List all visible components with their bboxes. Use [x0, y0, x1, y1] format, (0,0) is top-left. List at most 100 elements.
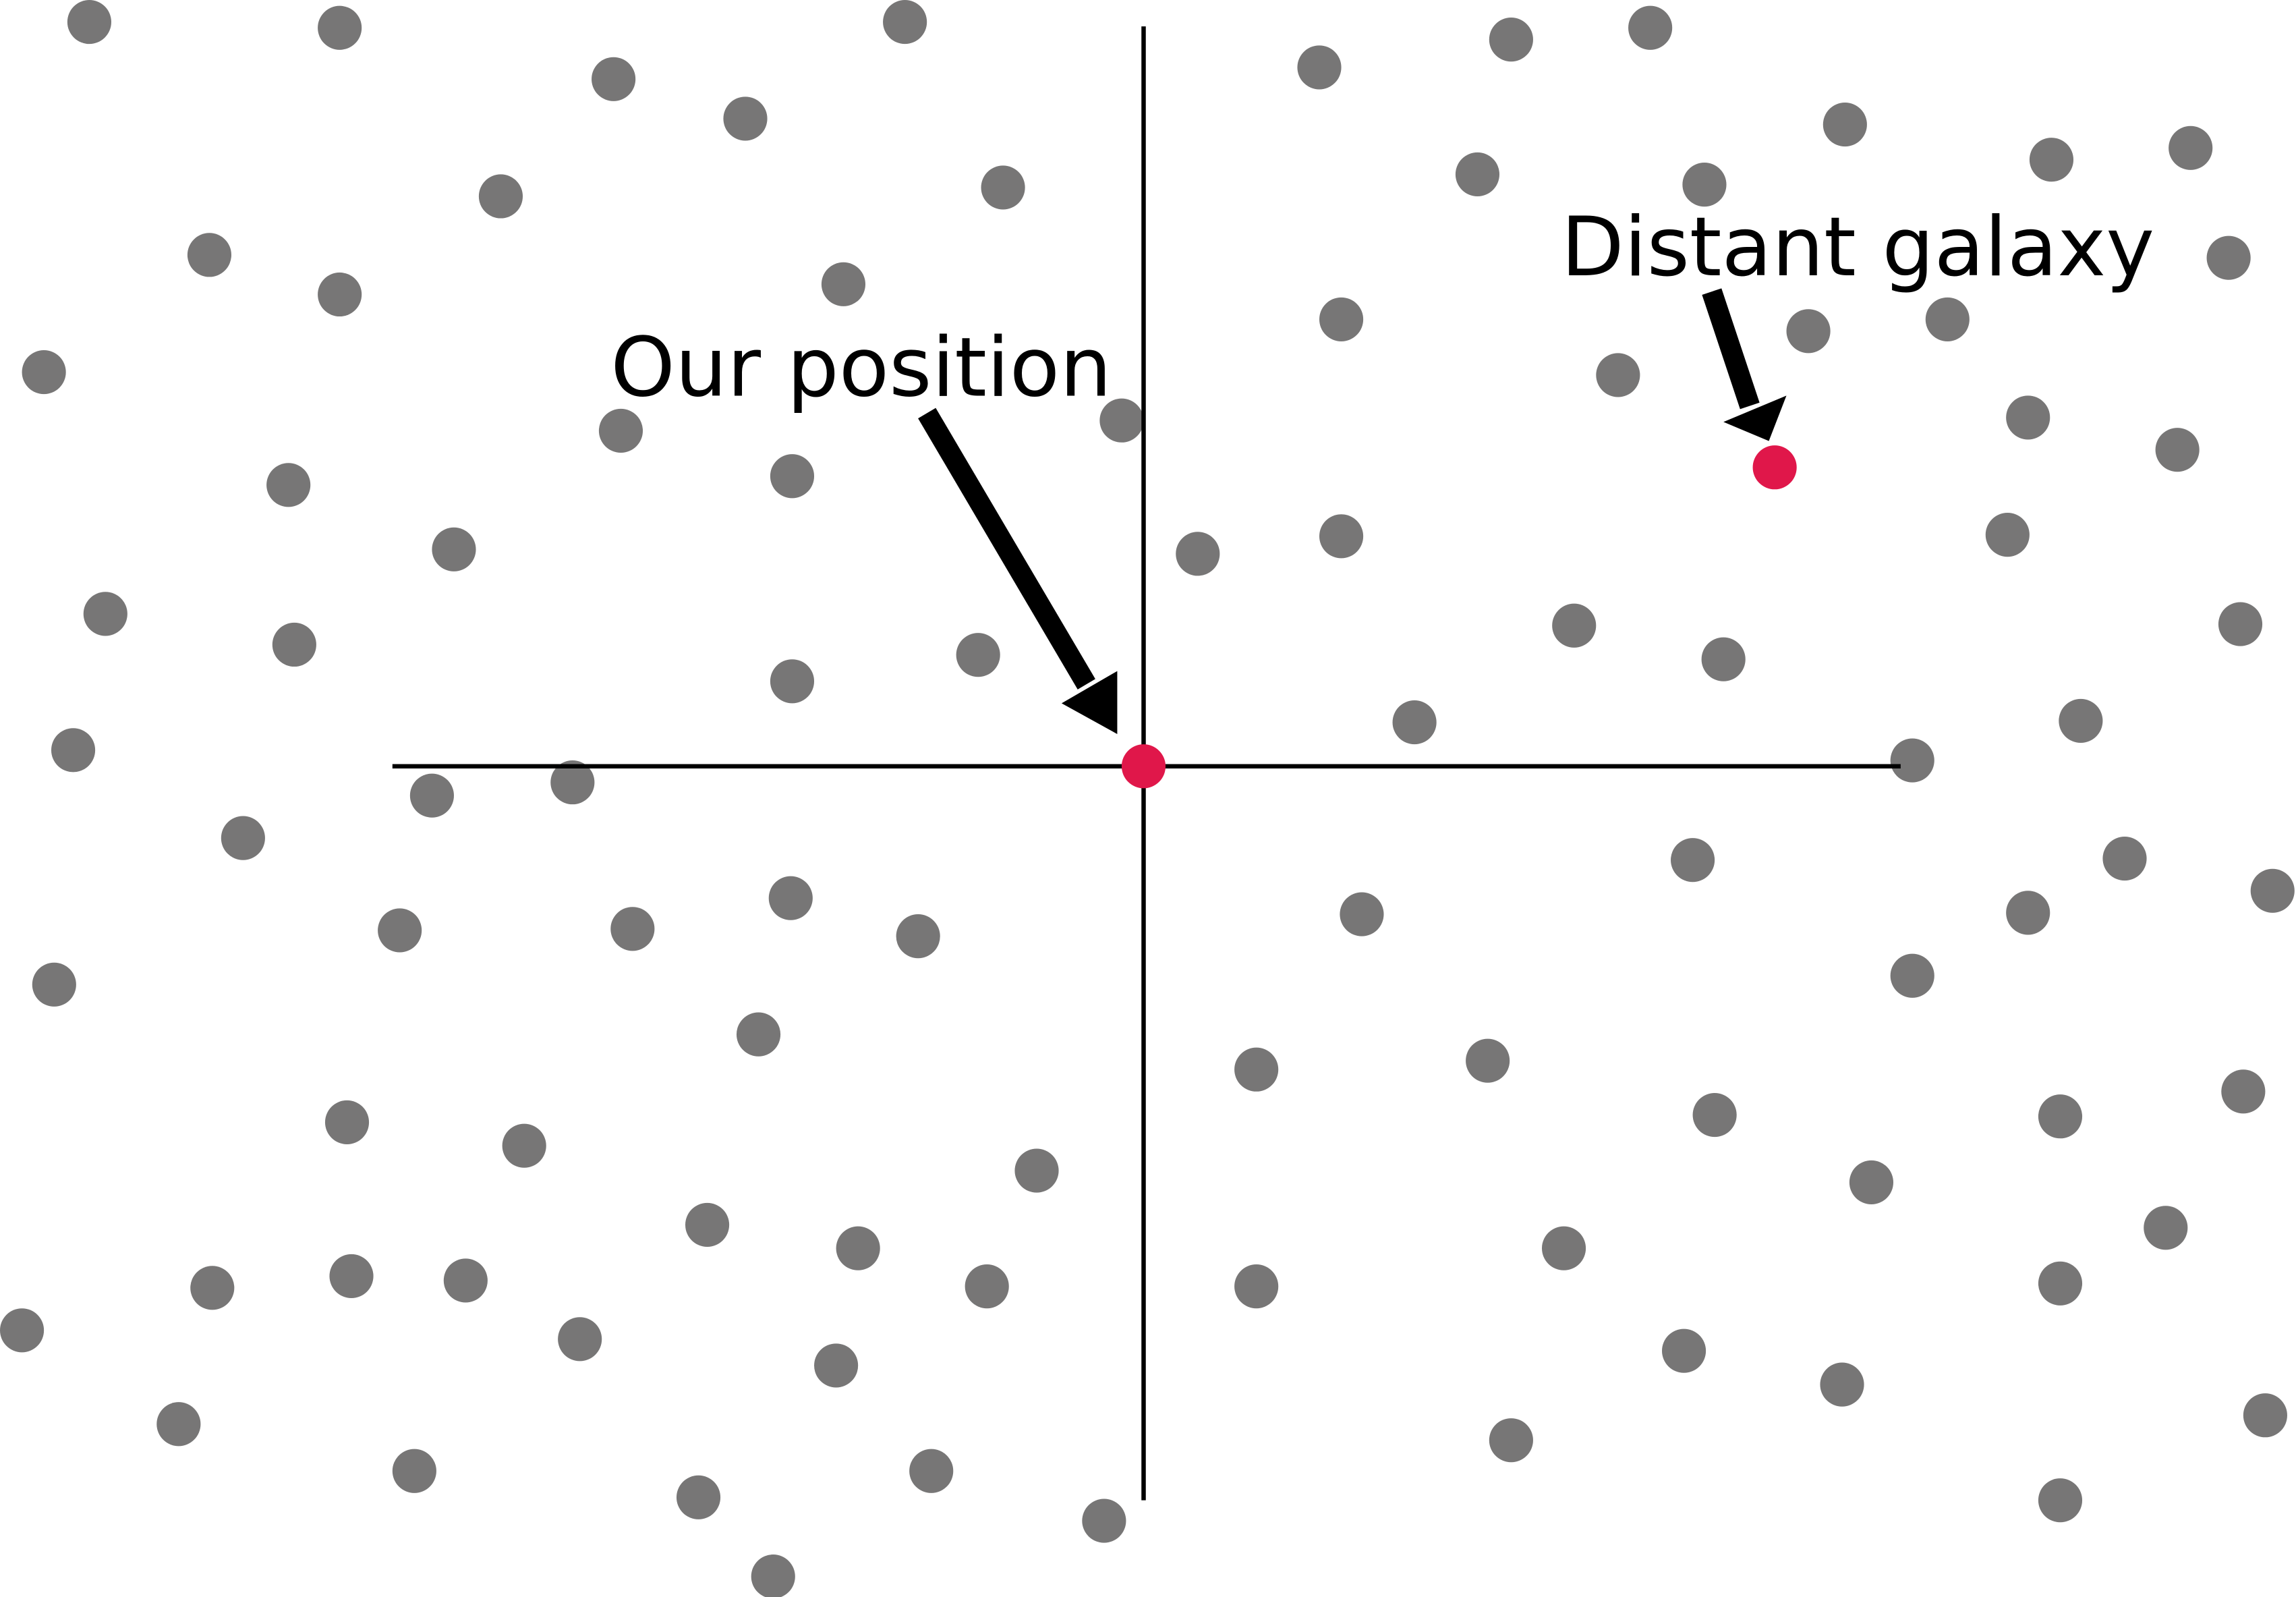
galaxy-dot	[2155, 428, 2200, 472]
distant-galaxy-marker	[1752, 445, 1797, 490]
galaxy-dot	[1890, 953, 1934, 998]
galaxy-dot	[909, 1449, 954, 1493]
galaxy-dot	[190, 1266, 235, 1310]
galaxy-dot	[1985, 513, 2030, 557]
galaxy-dot	[1489, 18, 1533, 62]
galaxy-dot	[318, 5, 362, 50]
galaxy-dot	[318, 272, 362, 317]
galaxy-dot	[0, 1308, 45, 1353]
galaxy-dot	[770, 659, 815, 704]
galaxy-dot	[821, 262, 866, 306]
galaxy-dot	[2218, 602, 2263, 646]
galaxy-dot	[443, 1258, 488, 1303]
distant-galaxy-label: Distant galaxy	[1561, 199, 2154, 295]
galaxy-dot	[221, 816, 265, 860]
galaxy-dot	[723, 96, 768, 141]
galaxy-dot	[685, 1202, 730, 1247]
galaxy-dot	[1234, 1047, 1279, 1092]
galaxy-dot	[67, 0, 111, 45]
galaxy-dot	[272, 622, 316, 667]
galaxy-dot	[2243, 1393, 2287, 1438]
galaxy-dot	[1541, 1226, 1586, 1270]
galaxy-dot	[329, 1254, 374, 1299]
galaxy-dot	[83, 592, 127, 636]
galaxy-dot	[1489, 1418, 1533, 1463]
galaxy-dot	[1176, 532, 1220, 576]
galaxy-dot	[1661, 1328, 1706, 1373]
galaxy-dot	[1297, 45, 1342, 90]
galaxy-dot	[883, 0, 927, 45]
distant-galaxy-arrow	[1702, 288, 1787, 441]
galaxy-dot	[2006, 395, 2050, 440]
galaxy-dot	[1392, 700, 1437, 745]
galaxy-dot	[592, 57, 636, 101]
galaxy-dot	[2221, 1069, 2266, 1114]
galaxy-dot	[51, 728, 96, 773]
galaxy-dot	[1552, 603, 1597, 648]
galaxy-dot	[2029, 138, 2074, 182]
galaxy-dot	[1319, 514, 1364, 559]
galaxy-dot	[956, 633, 1000, 677]
galaxy-dot	[1692, 1092, 1737, 1138]
galaxy-dot	[1099, 398, 1144, 443]
galaxy-dot	[1082, 1498, 1126, 1543]
galaxy-dot	[1455, 152, 1500, 196]
galaxy-dot	[768, 876, 813, 920]
galaxy-dot	[2038, 1094, 2083, 1139]
galaxy-dot	[1786, 309, 1831, 354]
our-position-label: Our position	[610, 319, 1112, 415]
galaxy-dot	[2102, 836, 2147, 881]
galaxy-dot	[1849, 1160, 1893, 1205]
galaxy-dot	[378, 908, 422, 953]
galaxy-dot	[22, 350, 66, 395]
galaxy-dot	[2206, 235, 2251, 280]
galaxy-dot	[409, 773, 454, 818]
our-position-arrow	[918, 408, 1118, 734]
galaxy-dot	[1820, 1362, 1864, 1407]
our-position-marker	[1121, 744, 1166, 789]
galaxy-dot	[610, 907, 655, 951]
galaxy-dot	[1925, 297, 1970, 341]
galaxy-dot	[266, 463, 311, 507]
galaxy-dot	[558, 1317, 602, 1362]
galaxy-dot	[1682, 163, 1727, 207]
galaxy-dot	[432, 527, 476, 571]
galaxy-dot	[814, 1343, 859, 1388]
galaxy-dot	[676, 1475, 721, 1519]
galaxy-dot	[598, 408, 643, 453]
galaxy-dot	[1319, 297, 1364, 341]
galaxy-dot	[187, 233, 232, 277]
galaxy-dot	[896, 914, 940, 959]
galaxy-dot	[2038, 1478, 2083, 1523]
galaxy-dot	[1466, 1038, 1510, 1083]
galaxy-dot	[2006, 891, 2050, 935]
galaxy-dot	[156, 1402, 201, 1447]
galaxy-dot	[1823, 103, 1867, 147]
galaxy-dot	[1890, 738, 1934, 783]
galaxy-dot	[1014, 1148, 1059, 1193]
galaxy-dot	[1628, 5, 1673, 50]
galaxy-dot	[1671, 838, 1715, 882]
galaxy-dot	[981, 165, 1025, 210]
galaxy-dot	[550, 760, 595, 805]
galaxy-dot	[1340, 892, 1384, 936]
galaxy-dot	[2250, 868, 2295, 913]
galaxy-dot	[324, 1100, 370, 1144]
galaxy-dot	[836, 1226, 880, 1270]
galaxy-dot	[770, 454, 815, 499]
galaxy-dot	[1701, 637, 1746, 681]
galaxy-dot	[478, 174, 523, 219]
galaxy-dot	[965, 1264, 1009, 1309]
galaxy-dot	[2169, 125, 2213, 170]
galaxy-dot	[502, 1123, 546, 1168]
galaxy-dot	[736, 1012, 781, 1057]
galaxy-dot	[32, 962, 76, 1007]
galaxy-dot	[1234, 1264, 1279, 1309]
galaxy-dot	[1596, 353, 1640, 397]
galaxy-dot	[2038, 1261, 2083, 1306]
galaxy-dot	[2059, 698, 2103, 743]
galaxy-dot	[751, 1554, 795, 1597]
galaxy-dot	[392, 1449, 436, 1493]
